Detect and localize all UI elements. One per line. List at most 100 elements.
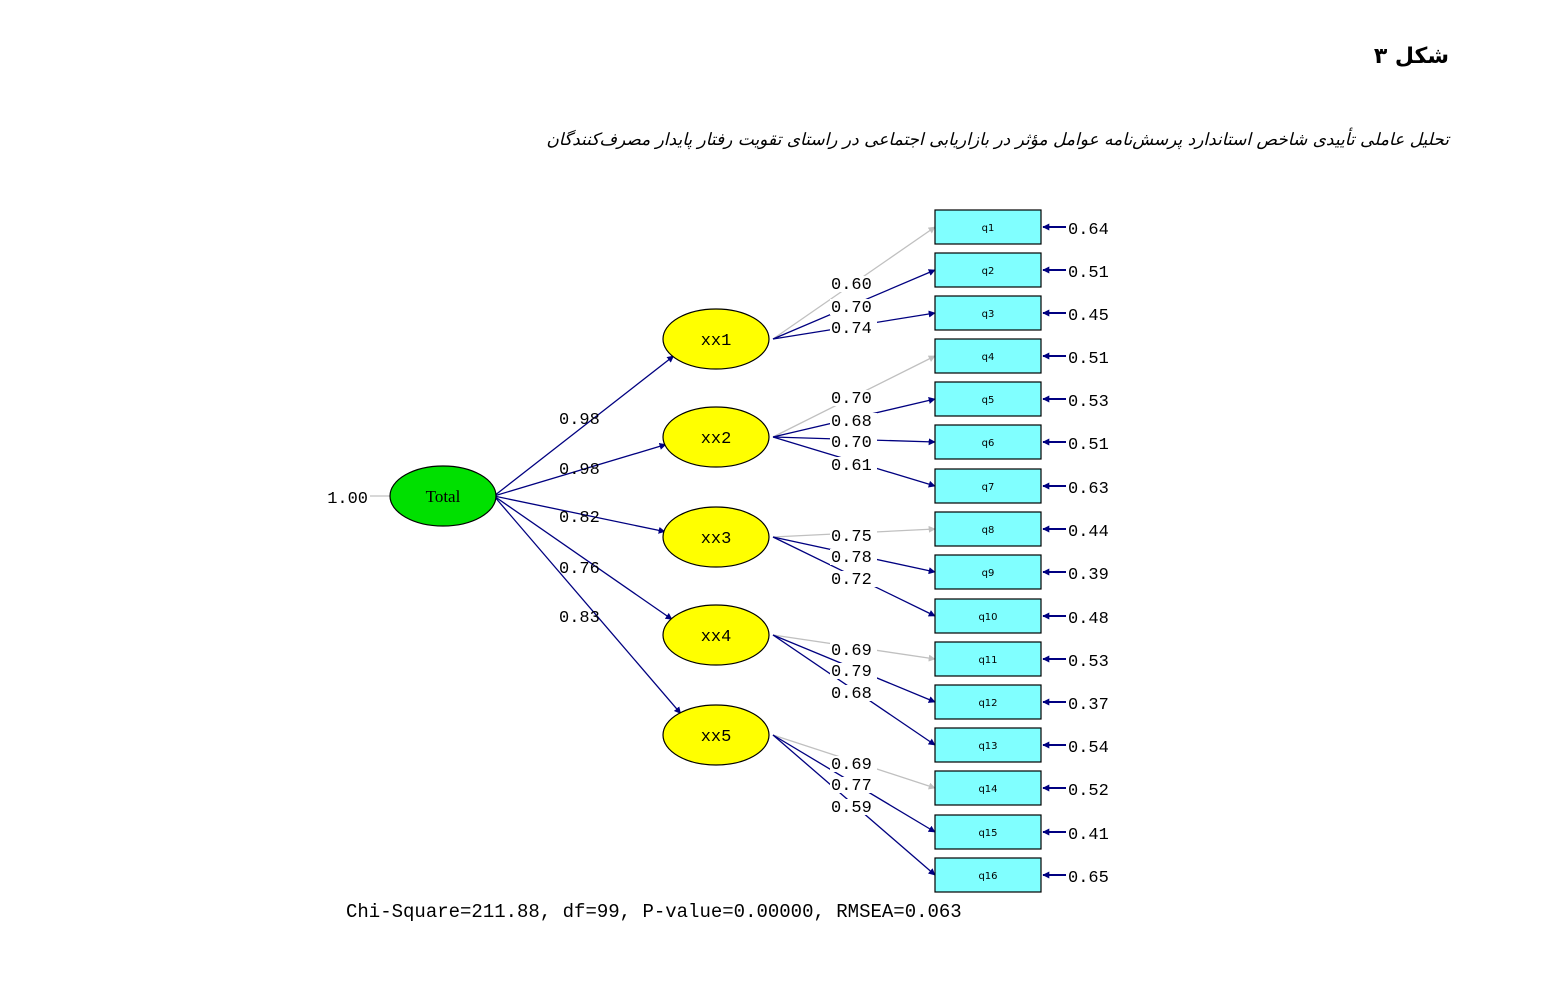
indicator-label-q7: q7: [982, 482, 995, 493]
indicator-label-q10: q10: [978, 612, 997, 623]
error-label-q15: 0.41: [1068, 826, 1109, 845]
root-variance-label: 1.00: [327, 490, 368, 509]
indicator-label-q4: q4: [982, 352, 995, 363]
path-total-xx3: [493, 495, 666, 534]
indicator-label-q11: q11: [978, 655, 997, 666]
factor-label-xx3: xx3: [701, 530, 732, 549]
indicator-label-q12: q12: [978, 698, 997, 709]
coefficient-labels: 1.000.980.980.820.760.830.600.640.700.51…: [327, 221, 1109, 888]
loading-label-xx2: 0.98: [559, 461, 600, 480]
loading-label-bg: [830, 299, 877, 315]
indicator-box-q14: [934, 770, 1042, 806]
factor-node-xx1: [662, 308, 770, 370]
indicator-label-q6: q6: [982, 438, 995, 449]
indicator-box-q13: [934, 727, 1042, 763]
error-label-q11: 0.53: [1068, 653, 1109, 672]
loading-label-q7: 0.61: [831, 457, 872, 476]
error-label-q4: 0.51: [1068, 350, 1109, 369]
error-label-q9: 0.39: [1068, 566, 1109, 585]
loading-label-q12: 0.79: [831, 663, 872, 682]
indicator-box-q12: [934, 684, 1042, 720]
indicator-label-q2: q2: [982, 266, 995, 277]
error-label-q8: 0.44: [1068, 523, 1109, 542]
loading-label-bg: [830, 413, 877, 429]
loading-label-q13: 0.68: [831, 685, 872, 704]
indicator-label-q9: q9: [982, 568, 995, 579]
indicator-box-q16: [934, 857, 1042, 893]
indicator-label-q1: q1: [982, 223, 995, 234]
error-label-q13: 0.54: [1068, 739, 1109, 758]
fit-statistics: Chi-Square=211.88, df=99, P-value=0.0000…: [346, 901, 962, 923]
indicator-box-q1: [934, 209, 1042, 245]
loading-label-xx3: 0.82: [559, 509, 600, 528]
loading-label-bg: [830, 457, 877, 473]
factor-node-xx4: [662, 604, 770, 666]
path-total-xx4: [493, 495, 673, 620]
loading-label-q14: 0.69: [831, 756, 872, 775]
indicator-label-q8: q8: [982, 525, 995, 536]
path-total-xx5: [493, 495, 682, 714]
loading-label-q4: 0.70: [831, 390, 872, 409]
indicator-box-q11: [934, 641, 1042, 677]
loading-label-bg: [830, 390, 877, 406]
indicator-box-q10: [934, 598, 1042, 634]
loading-label-q10: 0.72: [831, 571, 872, 590]
indicator-box-q6: [934, 424, 1042, 460]
loading-label-bg: [830, 571, 877, 587]
loading-label-q8: 0.75: [831, 528, 872, 547]
indicator-label-q13: q13: [978, 741, 997, 752]
loading-label-bg: [830, 799, 877, 815]
variables: q1 q2 q3 q4 q5 q6 q7 q8 q9 q10 q11 q12 q13 q14 q15 q16 x…: [389, 209, 1042, 893]
error-label-q3: 0.45: [1068, 307, 1109, 326]
indicator-box-q8: [934, 511, 1042, 547]
indicator-label-q14: q14: [978, 784, 997, 795]
factor-label-xx5: xx5: [701, 728, 732, 747]
indicator-box-q15: [934, 814, 1042, 850]
factor-label-xx1: xx1: [701, 332, 732, 351]
factor-label-xx4: xx4: [701, 628, 732, 647]
loading-label-bg: [830, 276, 877, 292]
indicator-label-q16: q16: [978, 871, 997, 882]
error-label-q7: 0.63: [1068, 480, 1109, 499]
error-label-q5: 0.53: [1068, 393, 1109, 412]
loading-label-bg: [830, 642, 877, 658]
loading-label-xx4: 0.76: [559, 560, 600, 579]
loading-label-bg: [830, 549, 877, 565]
indicator-label-q15: q15: [978, 828, 997, 839]
factor-node-xx2: [662, 406, 770, 468]
loading-label-xx5: 0.83: [559, 609, 600, 628]
loading-label-q15: 0.77: [831, 777, 872, 796]
loading-label-bg: [830, 434, 877, 450]
loading-label-bg: [830, 685, 877, 701]
error-label-q6: 0.51: [1068, 436, 1109, 455]
indicator-box-q2: [934, 252, 1042, 288]
indicator-label-q5: q5: [982, 395, 995, 406]
indicator-box-q9: [934, 554, 1042, 590]
loading-label-bg: [830, 320, 877, 336]
indicator-box-q5: [934, 381, 1042, 417]
indicator-label-q3: q3: [982, 309, 995, 320]
error-label-q16: 0.65: [1068, 869, 1109, 888]
error-label-q1: 0.64: [1068, 221, 1109, 240]
root-label-total: Total: [426, 487, 461, 506]
error-label-q10: 0.48: [1068, 610, 1109, 629]
loading-label-q3: 0.74: [831, 320, 872, 339]
path-total-xx1: [493, 355, 675, 497]
loading-label-q16: 0.59: [831, 799, 872, 818]
loading-label-bg: [830, 777, 877, 793]
loading-label-q6: 0.70: [831, 434, 872, 453]
loading-label-bg: [830, 528, 877, 544]
indicator-box-q3: [934, 295, 1042, 331]
root-node-total: [389, 465, 497, 527]
loading-label-bg: [830, 756, 877, 772]
figure-title: شکل ۳: [1373, 44, 1449, 69]
error-label-q14: 0.52: [1068, 782, 1109, 801]
path-total-xx2: [493, 443, 667, 497]
indicator-box-q4: [934, 338, 1042, 374]
figure-caption: تحلیل عاملی تأییدی شاخص استاندارد پرسش‌ن…: [546, 130, 1449, 150]
factor-node-xx5: [662, 704, 770, 766]
loading-label-q5: 0.68: [831, 413, 872, 432]
loading-label-q1: 0.60: [831, 276, 872, 295]
error-label-q12: 0.37: [1068, 696, 1109, 715]
